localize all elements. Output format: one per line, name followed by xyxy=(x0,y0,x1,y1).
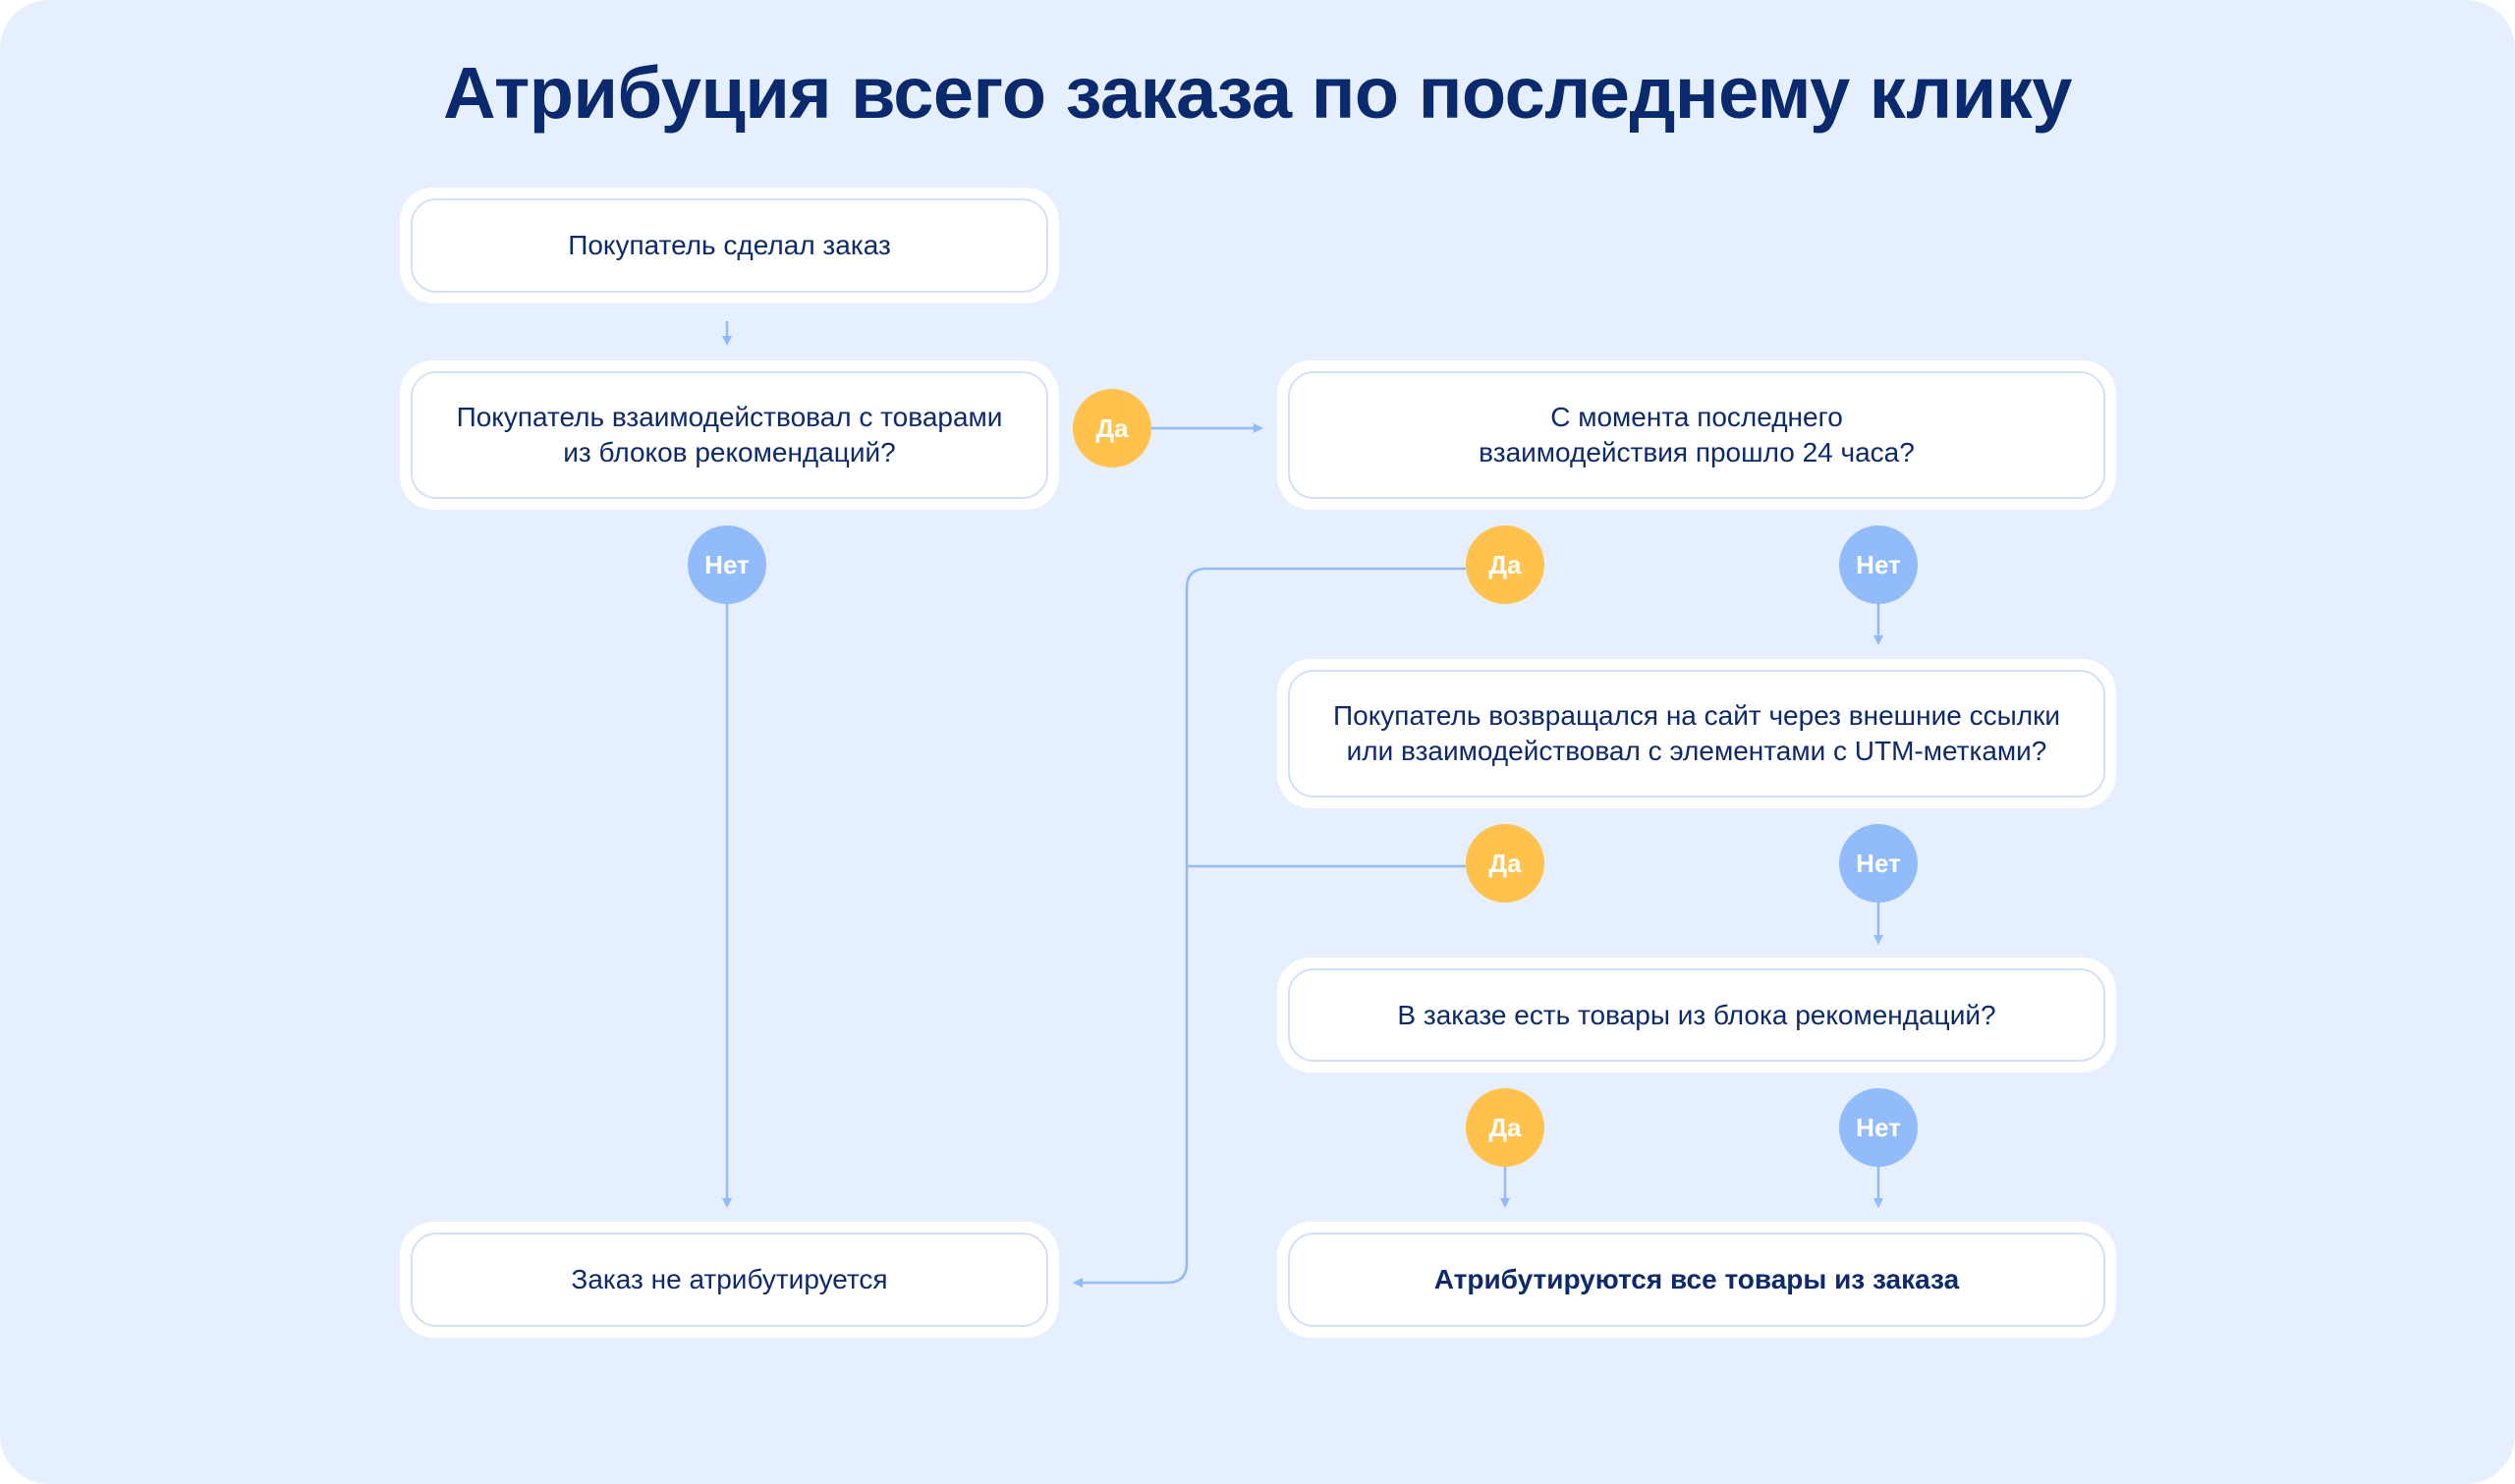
node-interacted-reco: Покупатель взаимодействовал с товарами и… xyxy=(400,360,1059,510)
node-order-placed: Покупатель сделал заказ xyxy=(400,188,1059,303)
yes-badge: Да xyxy=(1466,1088,1544,1167)
yes-badge: Да xyxy=(1073,389,1151,467)
node-not-attributed: Заказ не атрибутируется xyxy=(400,1222,1059,1338)
node-text: Покупатель взаимодействовал с товарами и… xyxy=(411,371,1048,499)
node-text: С момента последнего взаимодействия прош… xyxy=(1288,371,2105,499)
node-text: Покупатель сделал заказ xyxy=(411,198,1048,293)
yes-badge: Да xyxy=(1466,525,1544,604)
yes-badge: Да xyxy=(1466,824,1544,903)
no-badge: Нет xyxy=(1839,824,1918,903)
no-badge: Нет xyxy=(1839,1088,1918,1167)
node-returned-external: Покупатель возвращался на сайт через вне… xyxy=(1277,659,2116,808)
node-text: В заказе есть товары из блока рекомендац… xyxy=(1288,968,2105,1062)
no-badge: Нет xyxy=(1839,525,1918,604)
page-title: Атрибуция всего заказа по последнему кли… xyxy=(443,52,2072,134)
node-text: Покупатель возвращался на сайт через вне… xyxy=(1288,670,2105,797)
node-order-has-reco: В заказе есть товары из блока рекомендац… xyxy=(1277,958,2116,1072)
node-text: Заказ не атрибутируется xyxy=(411,1233,1048,1327)
no-badge: Нет xyxy=(688,525,766,604)
node-text: Атрибутируются все товары из заказа xyxy=(1288,1233,2105,1327)
node-hours-passed: С момента последнего взаимодействия прош… xyxy=(1277,360,2116,510)
node-all-attributed: Атрибутируются все товары из заказа xyxy=(1277,1222,2116,1338)
arrow-yes-to-not-attributed xyxy=(1073,567,1466,1288)
